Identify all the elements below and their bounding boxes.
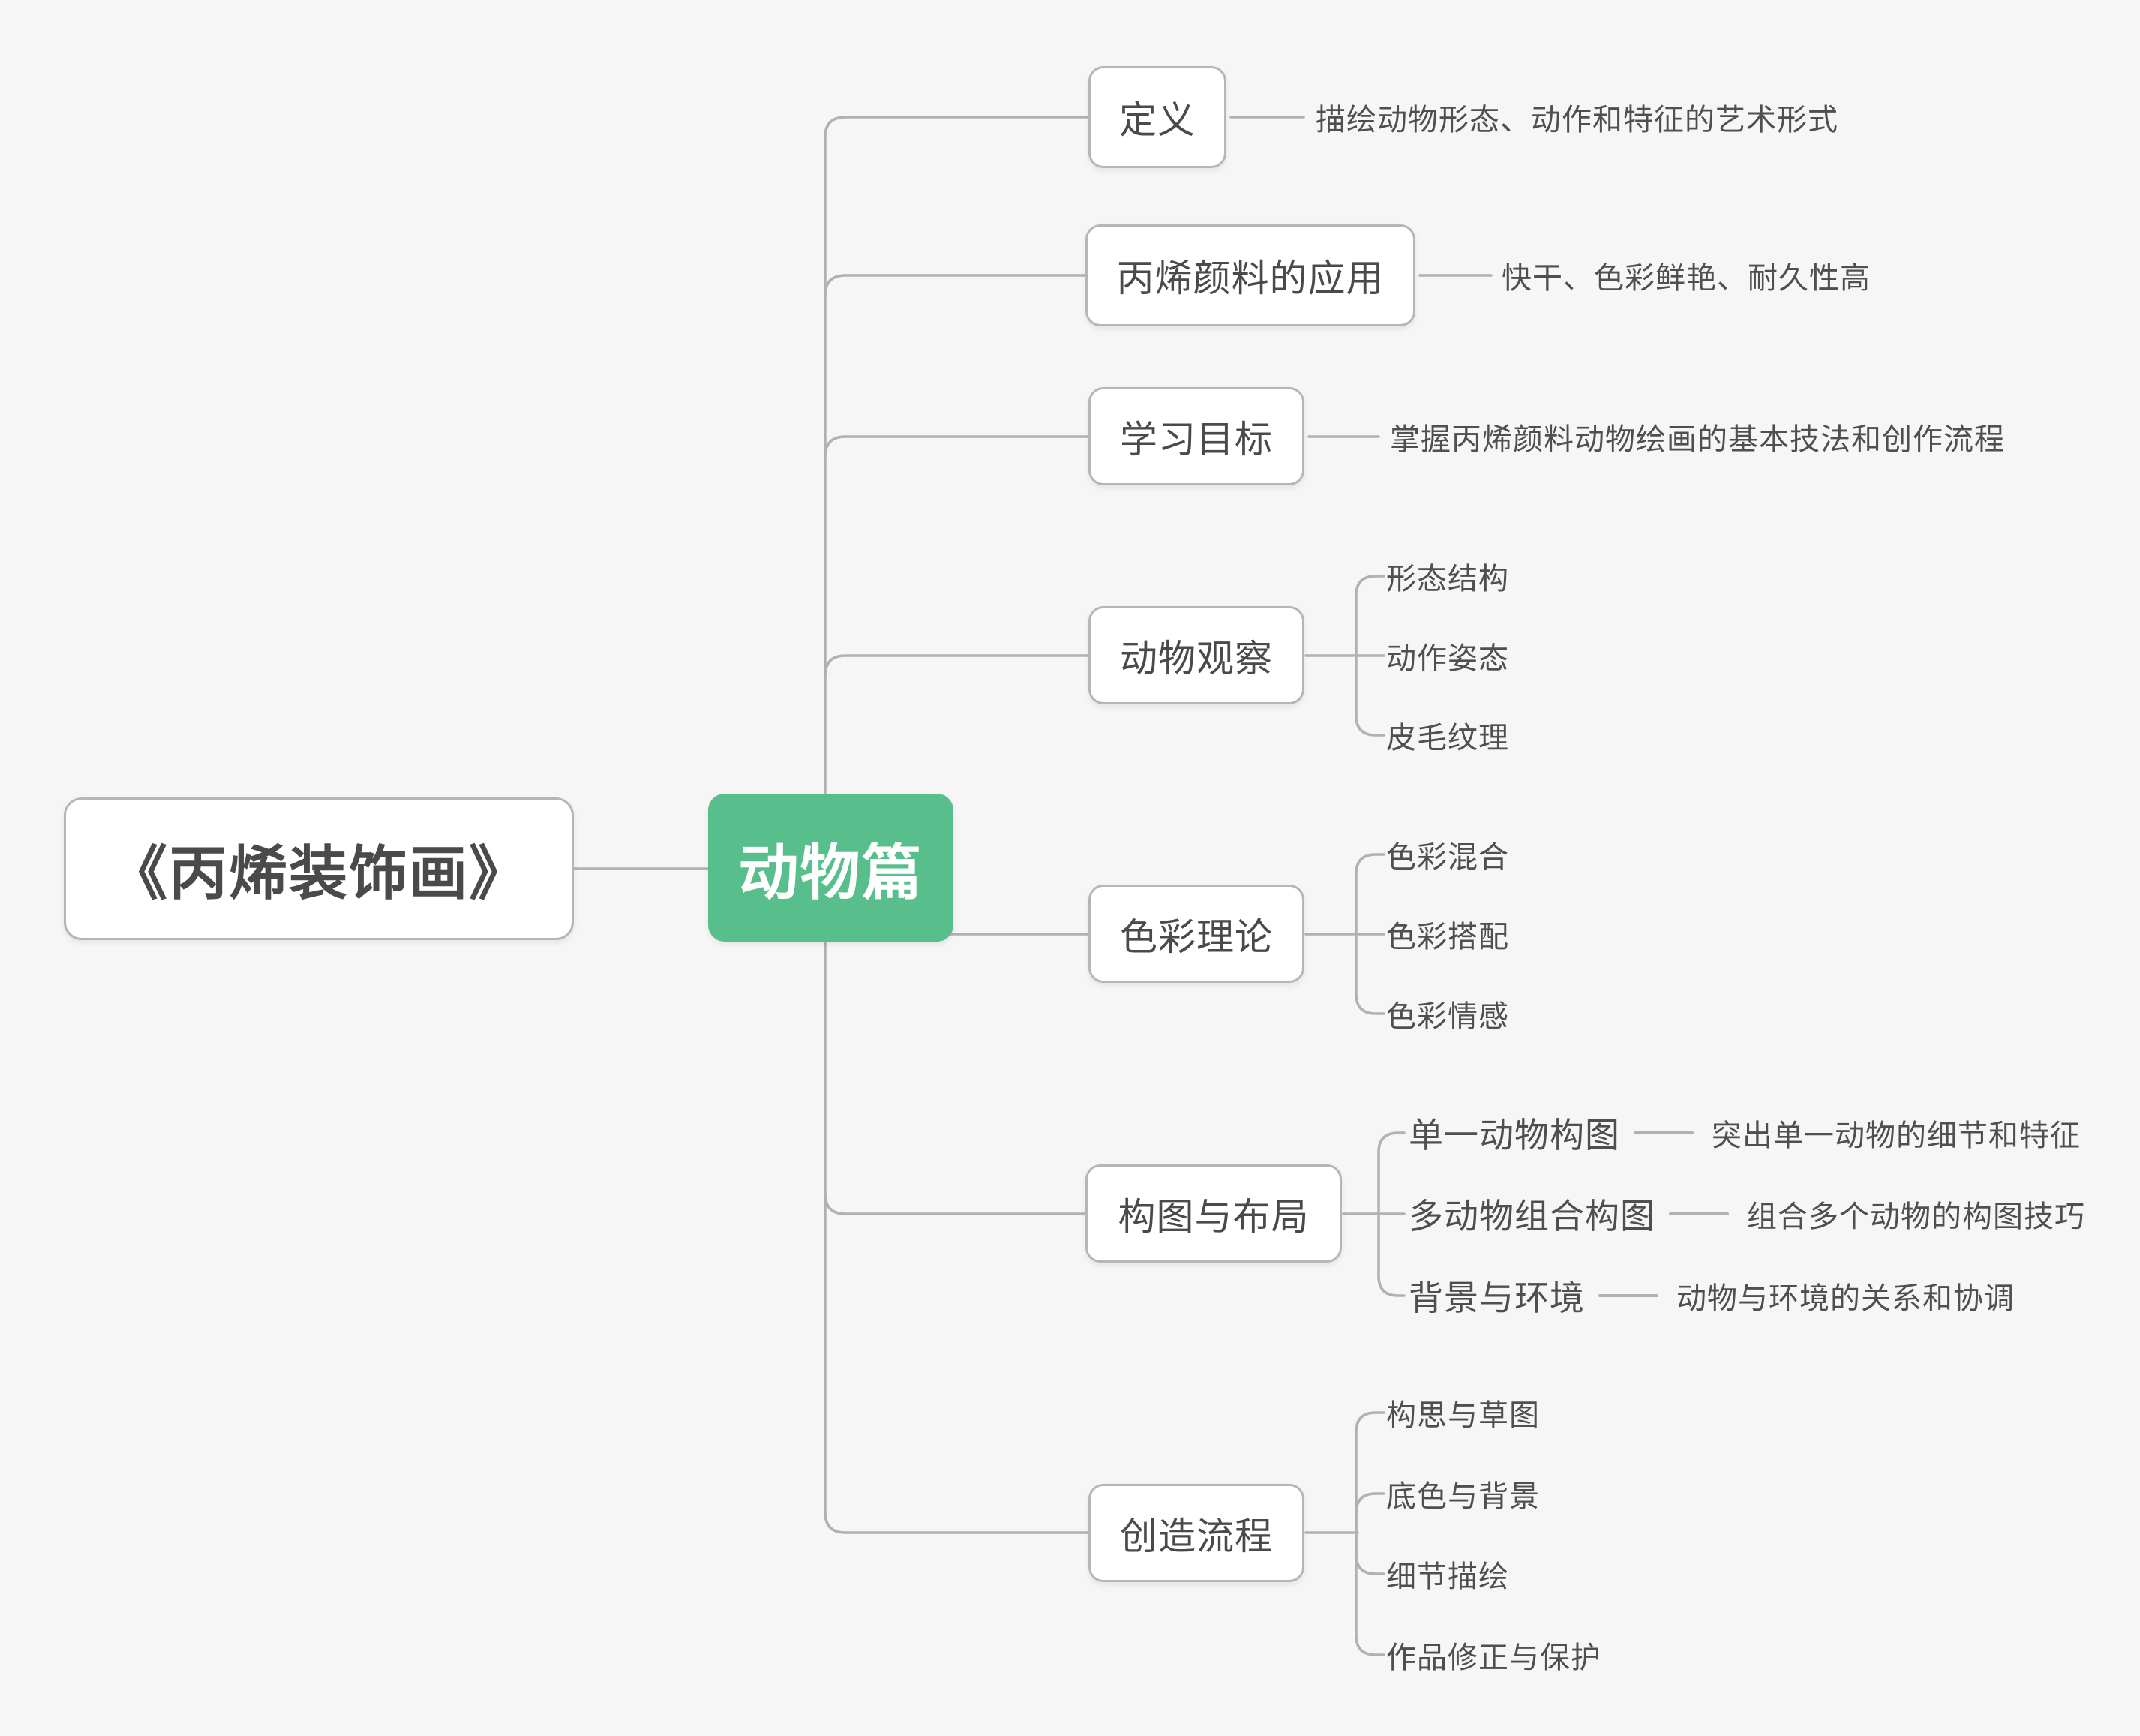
- subtopic-label[interactable]: 皮毛纹理: [1386, 722, 1509, 755]
- connector-line: [1598, 1294, 1658, 1297]
- branch-topic-label: 构图与布局: [1118, 1195, 1310, 1238]
- connector-line: [1377, 1131, 1406, 1215]
- branch-topic-creation-process[interactable]: 创造流程: [1088, 1484, 1304, 1582]
- connector-line: [824, 654, 1090, 677]
- branch-topic-label: 学习目标: [1120, 418, 1273, 461]
- subtopic-label[interactable]: 多动物组合构图: [1409, 1197, 1655, 1236]
- subtopic-note[interactable]: 突出单一动物的细节和特征: [1712, 1119, 2081, 1152]
- branch-topic-learning-goals[interactable]: 学习目标: [1088, 387, 1304, 485]
- connector-line: [1355, 933, 1385, 1015]
- branch-topic-label: 色彩理论: [1120, 915, 1273, 958]
- connector-line: [1377, 1212, 1406, 1297]
- central-topic-label: 动物篇: [738, 839, 923, 906]
- subtopic-label[interactable]: 细节描绘: [1386, 1560, 1509, 1593]
- subtopic-label[interactable]: 色彩情感: [1386, 1000, 1509, 1033]
- branch-topic-label: 丙烯颜料的应用: [1116, 257, 1385, 299]
- subtopic-label[interactable]: 单一动物构图: [1409, 1116, 1620, 1155]
- branch-topic-label: 定义: [1119, 99, 1196, 141]
- connector-line: [1634, 1131, 1694, 1134]
- subtopic-row: 单一动物构图 突出单一动物的细节和特征: [1409, 1108, 2081, 1158]
- root-topic[interactable]: 《丙烯装饰画》: [64, 797, 574, 940]
- subtopic-label[interactable]: 色彩混合: [1386, 841, 1509, 874]
- topic-note-acrylic-application[interactable]: 快干、色彩鲜艳、耐久性高: [1502, 262, 1871, 295]
- branch-topic-color-theory[interactable]: 色彩理论: [1088, 885, 1304, 983]
- branch-topic-label: 动物观察: [1120, 637, 1273, 680]
- subtopic-label[interactable]: 构思与草图: [1386, 1399, 1540, 1432]
- subtopic-label[interactable]: 背景与环境: [1409, 1278, 1585, 1317]
- connector-line: [1355, 1531, 1385, 1575]
- connector-line: [824, 1192, 1090, 1215]
- branch-topic-animal-observation[interactable]: 动物观察: [1088, 606, 1304, 704]
- subtopic-label[interactable]: 色彩搭配: [1386, 921, 1509, 954]
- branch-topic-composition-layout[interactable]: 构图与布局: [1085, 1164, 1342, 1263]
- subtopic-label[interactable]: 动作姿态: [1386, 642, 1509, 675]
- subtopic-label[interactable]: 作品修正与保护: [1386, 1641, 1601, 1674]
- topic-note-definition[interactable]: 描绘动物形态、动作和特征的艺术形式: [1316, 104, 1838, 137]
- branch-topic-definition[interactable]: 定义: [1088, 66, 1226, 168]
- connector-line: [824, 116, 1090, 139]
- connector-line: [1355, 853, 1385, 936]
- subtopic-note[interactable]: 组合多个动物的构图技巧: [1747, 1200, 2085, 1233]
- branch-topic-label: 创造流程: [1120, 1515, 1273, 1557]
- subtopic-label[interactable]: 形态结构: [1386, 563, 1509, 596]
- subtopic-row: 多动物组合构图 组合多个动物的构图技巧: [1409, 1189, 2085, 1239]
- connector-line: [1355, 1411, 1385, 1534]
- subtopic-note[interactable]: 动物与环境的关系和协调: [1676, 1282, 2015, 1315]
- connector-line: [1669, 1212, 1729, 1215]
- connector-line: [824, 435, 1090, 458]
- connector-line: [1355, 654, 1385, 737]
- topic-note-learning-goals[interactable]: 掌握丙烯颜料动物绘画的基本技法和创作流程: [1390, 423, 2005, 456]
- connector-line: [824, 1511, 1090, 1534]
- subtopic-label[interactable]: 底色与背景: [1386, 1480, 1540, 1513]
- connector-line: [1355, 1531, 1385, 1656]
- connector-line: [1355, 575, 1385, 657]
- branch-topic-acrylic-application[interactable]: 丙烯颜料的应用: [1085, 224, 1415, 326]
- connector-line: [824, 274, 1090, 297]
- root-topic-label: 《丙烯装饰画》: [108, 840, 529, 906]
- central-topic[interactable]: 动物篇: [708, 794, 953, 942]
- subtopic-row: 背景与环境 动物与环境的关系和协调: [1409, 1271, 2015, 1320]
- connector-line: [1355, 1492, 1385, 1534]
